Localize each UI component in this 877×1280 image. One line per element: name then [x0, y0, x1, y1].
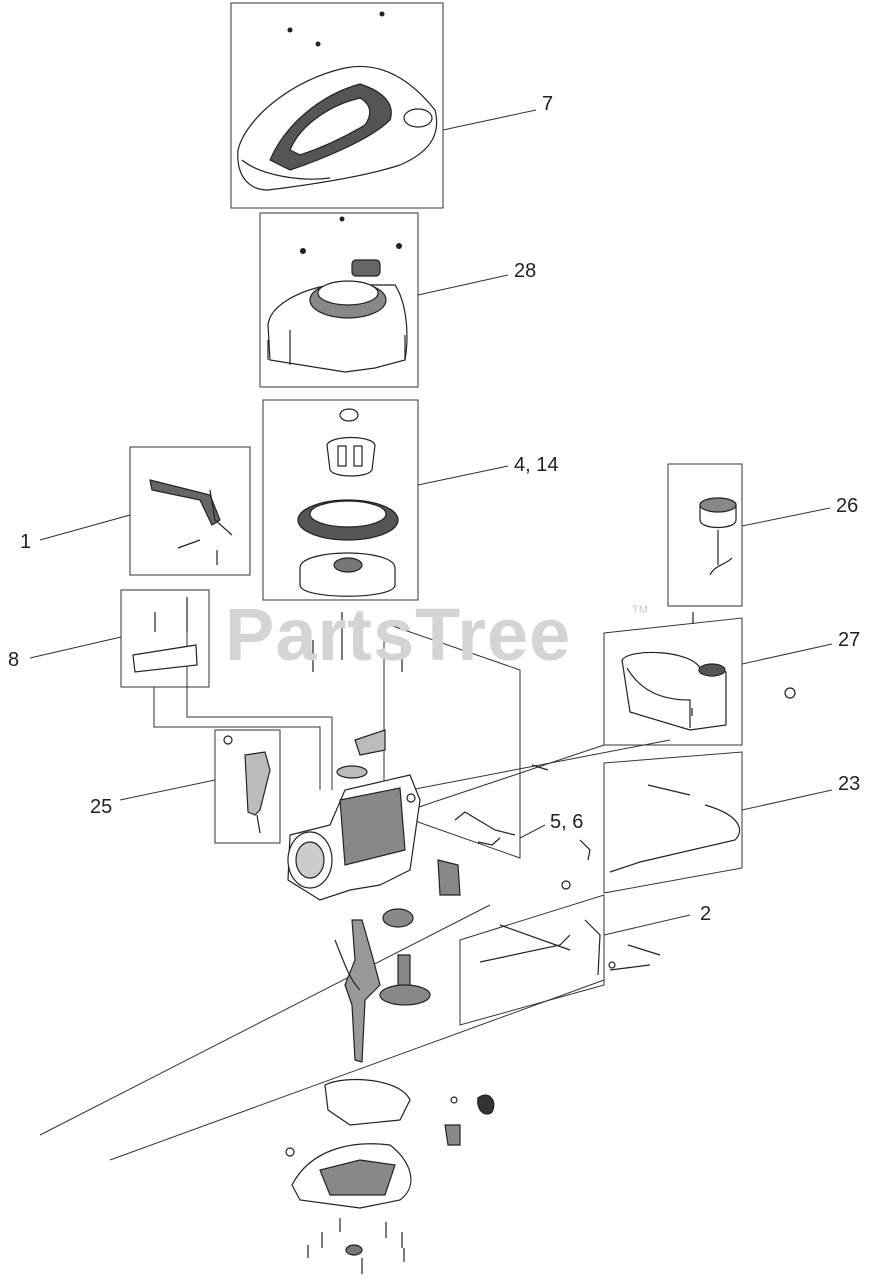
- spark-plug: [223, 735, 271, 834]
- callout-8: 8: [8, 649, 20, 671]
- box-ignition-armature: [129, 446, 251, 576]
- callout-23: 23: [838, 773, 861, 795]
- box-fuel-line: [603, 751, 743, 894]
- box-spark-plug: [214, 729, 281, 844]
- box-muffler-guard: [120, 589, 210, 688]
- recoil-starter: [267, 259, 408, 373]
- fuel-tank: [621, 651, 796, 731]
- trademark-mark: TM: [632, 604, 648, 616]
- ignition-armature: [149, 479, 233, 565]
- box-throttle-control: [459, 894, 605, 1026]
- callout-28: 28: [514, 260, 537, 282]
- fuel-line: [609, 784, 741, 873]
- fuel-cap: [692, 497, 737, 624]
- callout-25: 25: [90, 796, 113, 818]
- muffler-guard: [132, 597, 198, 673]
- box-recoil-starter: [259, 212, 419, 388]
- callout-26: 26: [836, 495, 859, 517]
- callout-27: 27: [838, 629, 861, 651]
- box-fuel-tank: [603, 617, 743, 746]
- engine-block: [287, 612, 431, 1063]
- callout-2: 2: [700, 903, 712, 925]
- flywheel-assembly: [297, 408, 399, 597]
- callout-7: 7: [542, 93, 554, 115]
- governor-linkage: [437, 764, 661, 976]
- oil-sump-base: [285, 1078, 495, 1274]
- box-flywheel: [262, 399, 419, 601]
- box-fuel-cap: [667, 463, 743, 607]
- blower-housing-cover: [237, 66, 438, 191]
- box-blower-housing-cover: [230, 2, 444, 209]
- callout-5-6: 5, 6: [550, 811, 584, 833]
- callout-4-14: 4, 14: [514, 454, 559, 476]
- partstree-watermark: PartsTree: [225, 593, 572, 676]
- callout-1: 1: [20, 531, 32, 553]
